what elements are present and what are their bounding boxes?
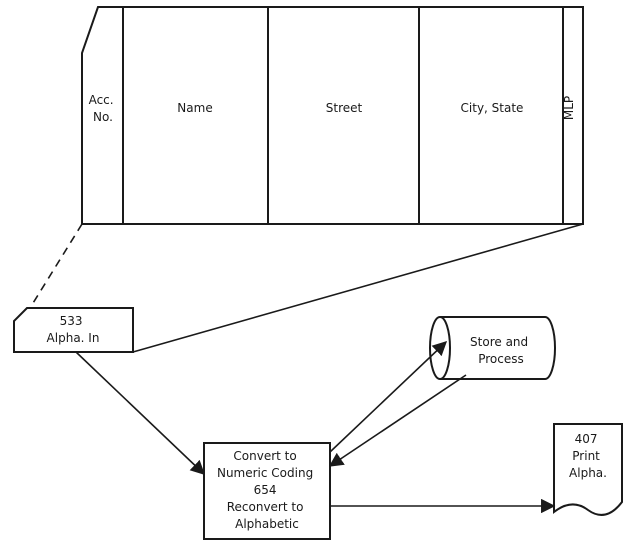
- field-city-state: City, State: [461, 101, 524, 115]
- record-card-layout: Acc. No. Name Street City, State MLP: [81, 6, 584, 225]
- field-street: Street: [326, 101, 363, 115]
- arrow-process-to-storage: [329, 341, 448, 453]
- arrow-storage-to-process: [328, 374, 467, 467]
- output-document-407: 407 Print Alpha.: [553, 423, 623, 516]
- expansion-dashed-line: [29, 223, 83, 309]
- output-document-text: 407 Print Alpha.: [569, 432, 607, 480]
- input-card-533: 533 Alpha. In: [13, 307, 134, 353]
- process-text: Convert to Numeric Coding 654 Reconvert …: [217, 449, 317, 531]
- storage-text: Store and Process: [470, 335, 532, 366]
- arrow-input-to-process: [75, 351, 206, 475]
- field-name: Name: [177, 101, 212, 115]
- expansion-solid-line: [132, 223, 584, 353]
- process-box-654: Convert to Numeric Coding 654 Reconvert …: [203, 442, 331, 540]
- field-mlp: MLP: [562, 96, 576, 120]
- storage-cylinder: Store and Process: [429, 316, 556, 380]
- field-acc-no: Acc. No.: [89, 93, 118, 124]
- input-card-text: 533 Alpha. In: [47, 314, 100, 345]
